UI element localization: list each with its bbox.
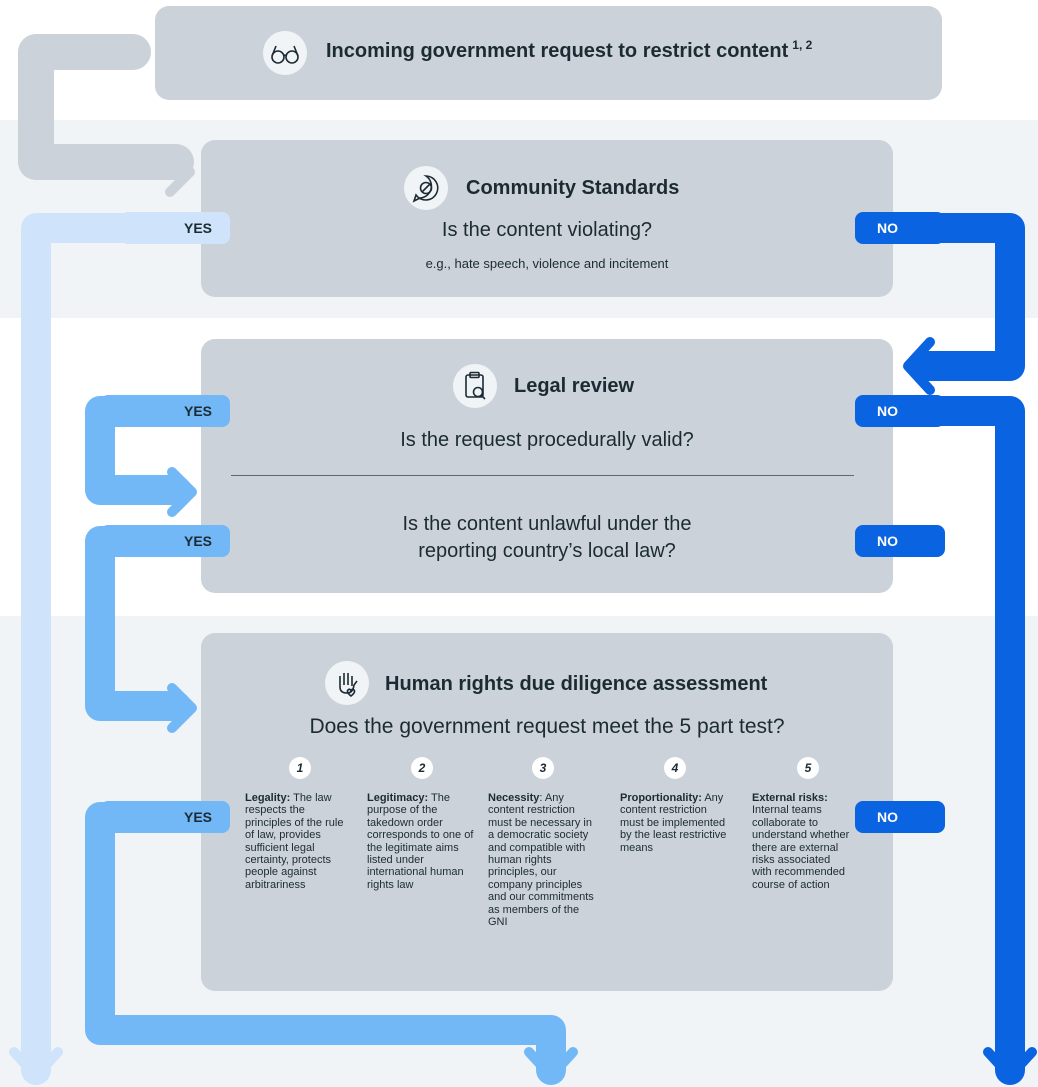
legal-no2-label: NO	[855, 525, 945, 557]
criterion-legality: Legality: The law respects the principle…	[245, 792, 349, 891]
arrow-intake-head	[165, 145, 195, 197]
criterion-legitimacy-text: The purpose of the takedown order corres…	[367, 792, 474, 891]
incoming-request-title-text: Incoming government request to restrict …	[326, 40, 789, 62]
legal-yes1-label: YES	[100, 395, 230, 427]
legal-review-title: Legal review	[514, 375, 635, 397]
community-standards-box	[201, 140, 893, 297]
criterion-number-5: 5	[797, 757, 819, 779]
footnote-marker: 1, 2	[792, 38, 813, 52]
cs-yes-label: YES	[120, 212, 230, 244]
hr-no-label: NO	[855, 801, 945, 833]
criterion-proportionality-text: Any content restriction must be implemen…	[620, 792, 727, 854]
community-standards-question: Is the content violating?	[441, 219, 653, 241]
hr-yes-label: YES	[100, 801, 230, 833]
arrow-cs-no	[865, 213, 1025, 381]
criterion-proportionality: Proportionality: Any content restriction…	[620, 792, 732, 854]
legal-question-unlawful-line2: reporting country’s local law?	[418, 540, 676, 562]
legal-question-unlawful-line1: Is the content unlawful under the	[402, 513, 692, 535]
human-rights-question: Does the government request meet the 5 p…	[309, 715, 785, 738]
criterion-external-risks-text: Internal teams collaborate to understand…	[752, 804, 850, 891]
criterion-external-risks-term: External risks:	[752, 792, 828, 804]
arrow-legal-no	[865, 396, 1025, 1085]
criterion-number-2: 2	[411, 757, 433, 779]
criterion-legitimacy: Legitimacy: The purpose of the takedown …	[367, 792, 474, 891]
human-rights-box	[201, 633, 893, 991]
arrow-cs-no-head	[903, 337, 935, 395]
community-standards-title: Community Standards	[466, 177, 680, 199]
incoming-request-title: Incoming government request to restrict …	[326, 38, 813, 63]
prohibited-chat-icon	[404, 166, 448, 210]
criterion-proportionality-term: Proportionality:	[620, 792, 702, 804]
criterion-legitimacy-term: Legitimacy:	[367, 792, 429, 804]
arrow-hr-yes-head	[524, 1047, 578, 1081]
criterion-legality-text: The law respects the principles of the r…	[245, 792, 344, 891]
legal-no1-label: NO	[855, 395, 945, 427]
criterion-necessity-text: : Any content restriction must be necess…	[488, 792, 594, 929]
clipboard-search-icon	[453, 364, 497, 408]
criterion-number-1: 1	[289, 757, 311, 779]
criterion-external-risks: External risks: Internal teams collabora…	[752, 792, 852, 891]
arrow-legal-yes2-head	[167, 683, 197, 733]
arrow-legal-yes2	[85, 526, 225, 721]
legal-question-unlawful: Is the content unlawful under the report…	[201, 511, 893, 565]
criterion-legality-term: Legality:	[245, 792, 291, 804]
arrow-cs-yes-head	[9, 1047, 63, 1081]
legal-review-box	[201, 339, 893, 593]
criterion-necessity-term: Necessity	[488, 792, 540, 804]
criterion-number-3: 3	[532, 757, 554, 779]
human-rights-title: Human rights due diligence assessment	[385, 673, 768, 695]
community-standards-examples: e.g., hate speech, violence and inciteme…	[425, 256, 669, 271]
arrow-legal-yes1-head	[167, 467, 197, 517]
cs-no-label: NO	[855, 212, 945, 244]
arrow-intake	[18, 34, 194, 180]
arrow-legal-no-head	[983, 1047, 1037, 1081]
legal-yes2-label: YES	[100, 525, 230, 557]
legal-question-procedural: Is the request procedurally valid?	[400, 429, 694, 451]
criterion-number-4: 4	[664, 757, 686, 779]
hand-heart-icon	[325, 661, 369, 705]
glasses-icon	[263, 31, 307, 75]
criterion-necessity: Necessity: Any content restriction must …	[488, 792, 600, 928]
arrow-cs-yes	[21, 213, 225, 1085]
legal-divider	[231, 475, 854, 476]
